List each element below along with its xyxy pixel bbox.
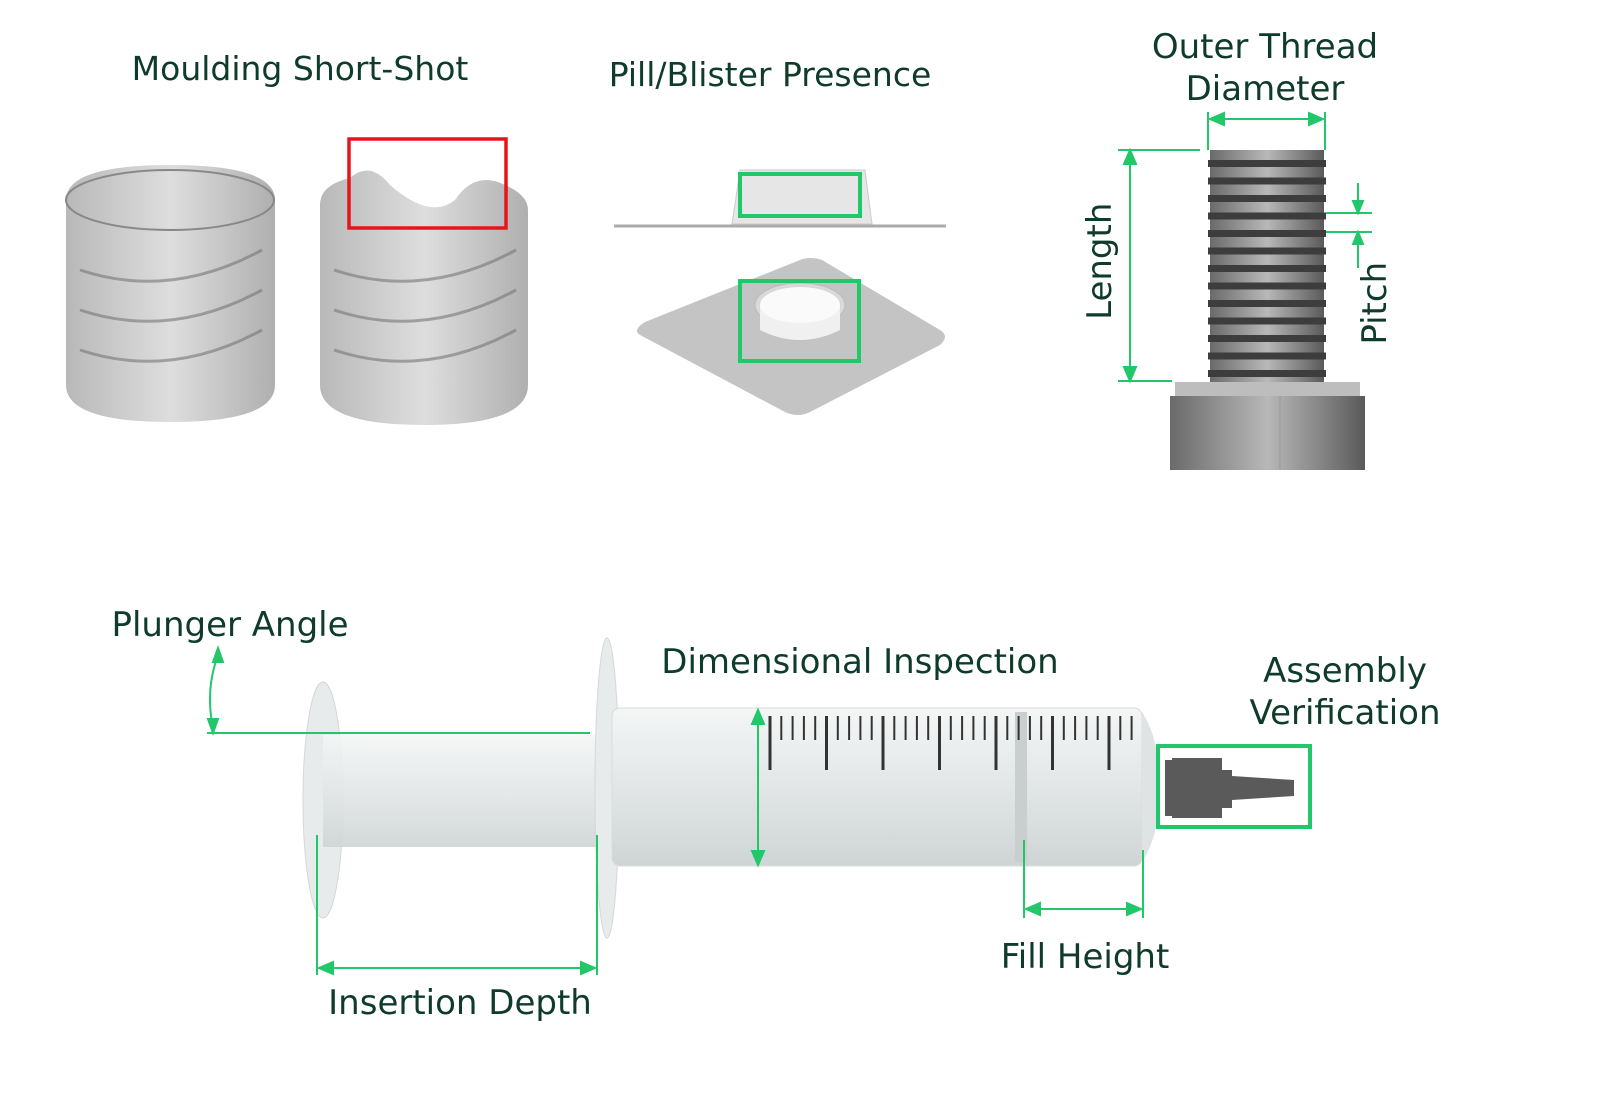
dimensional-inspection-label: Dimensional Inspection [661,642,1059,682]
blister-side-view [614,169,946,228]
thread-groove [1208,195,1326,202]
thread-groove [1208,230,1326,237]
thread-groove [1208,282,1326,290]
moulding-good-part [65,165,275,422]
thread-groove [1208,352,1326,360]
length-dimension [1118,147,1200,384]
insertion-depth-label: Insertion Depth [328,983,592,1023]
thread-groove [1208,335,1326,342]
pill-side-detect-box [738,172,862,218]
thread-groove [1208,265,1326,272]
syringe [302,637,1294,939]
pitch-dimension [1326,183,1372,268]
graduation-marks [768,716,1133,770]
moulding-defect-part [320,170,528,425]
thread-groove [1208,177,1326,185]
fill-height-dimension [1023,840,1144,918]
pitch-label: Pitch [1354,261,1395,345]
insertion-depth-dimension [316,835,598,976]
plunger-angle-dimension [206,645,590,736]
thread-groove [1208,300,1326,307]
blister-top-view [636,258,945,415]
length-label: Length [1079,202,1120,320]
thread-groove [1208,247,1326,255]
assembly-verification-label-line2: Verification [1249,693,1441,733]
outer-thread-title-line2: Diameter [1185,69,1345,109]
outer-thread-title-line1: Outer Thread [1151,27,1379,67]
dimensional-inspection-dimension [750,707,766,868]
thread-groove [1208,160,1326,167]
blister-presence-title: Pill/Blister Presence [608,55,932,94]
pill-top-detect-box [738,279,861,363]
outer-thread-diameter-dimension [1207,111,1326,150]
bolt [1170,150,1365,470]
fill-height-label: Fill Height [1000,937,1170,977]
moulding-short-shot-title: Moulding Short-Shot [131,49,469,88]
thread-groove [1208,212,1326,220]
plunger-angle-label: Plunger Angle [111,605,349,645]
short-shot-defect-box [347,137,508,230]
assembly-verification-box [1156,744,1312,829]
thread-groove [1208,317,1326,325]
thread-groove [1208,370,1326,377]
assembly-verification-label-line1: Assembly [1263,651,1427,691]
